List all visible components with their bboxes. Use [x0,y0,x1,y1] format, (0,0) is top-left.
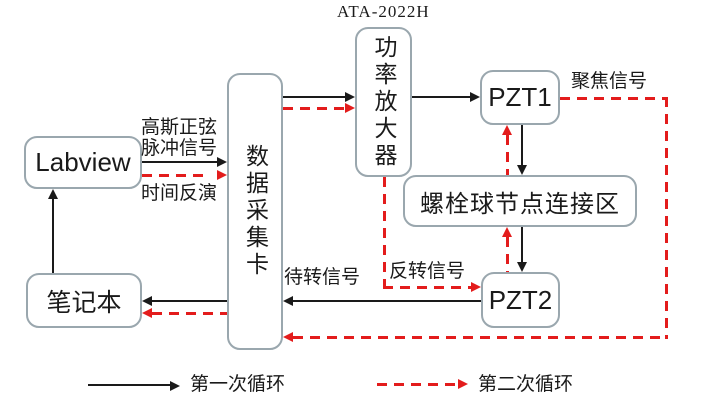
edge-pzt1-to-joint [521,125,523,166]
edge-laptop-to-labview [52,199,54,273]
label-gaussian-pulse: 高斯正弦 脉冲信号 [141,117,218,159]
node-amplifier-label: 功率放大器 [371,34,396,170]
arrowhead-labview-to-daq [217,157,227,167]
node-daq-label: 数据采集卡 [242,144,268,279]
node-amplifier: 功率放大器 [355,27,412,177]
label-amplifier-model: ATA-2022H [337,2,430,21]
arrowhead-dashed-daq-to-laptop [142,308,152,318]
edge-joint-to-pzt2 [521,227,523,263]
arrowhead-dashed-focus-to-daq [283,332,293,342]
node-labview: Labview [24,136,142,189]
arrowhead-joint-to-pzt2 [517,262,527,272]
arrowhead-daq-to-amplifier [345,92,355,102]
edge-dashed-daq-to-amplifier [283,107,346,110]
legend-dashed-arrow [377,383,458,386]
edge-dashed-pzt1-focus-top [560,97,668,100]
node-joint: 螺栓球节点连接区 [403,175,637,227]
edge-dashed-focus-right [665,97,668,339]
label-reversed-signal: 反转信号 [389,261,466,282]
edge-dashed-pzt2-to-joint [506,237,509,272]
edge-daq-to-laptop [152,300,227,302]
node-laptop: 笔记本 [26,273,142,328]
legend-solid-arrow [88,384,170,386]
edge-daq-to-amplifier [283,96,346,98]
edge-dashed-labview-to-daq [142,174,208,177]
edge-dashed-amplifier-down [383,177,386,287]
legend-first-cycle-label: 第一次循环 [190,374,286,395]
edge-dashed-focus-bottom [293,336,668,339]
edge-labview-to-daq [142,161,218,163]
legend-second-cycle-label: 第二次循环 [478,374,574,395]
node-daq: 数据采集卡 [227,73,283,350]
arrowhead-dashed-daq-to-amplifier [345,103,355,113]
arrowhead-amplifier-to-pzt1 [470,92,480,102]
arrowhead-pzt2-to-daq [283,296,293,306]
legend-solid-arrowhead [170,381,180,391]
arrowhead-dashed-joint-to-pzt1 [502,125,512,135]
arrowhead-dashed-labview-to-daq [217,170,227,180]
arrowhead-pzt1-to-joint [517,165,527,175]
edge-dashed-reversed-to-pzt2 [383,286,471,289]
label-pending-signal: 待转信号 [284,267,361,288]
legend-dashed-arrowhead [458,379,468,389]
node-pzt2: PZT2 [481,272,560,328]
arrowhead-dashed-to-pzt2 [471,282,481,292]
arrowhead-laptop-to-labview [48,189,58,199]
arrowhead-dashed-pzt2-to-joint [502,227,512,237]
edge-amplifier-to-pzt1 [412,96,471,98]
edge-dashed-joint-to-pzt1 [506,135,509,175]
edge-pzt2-to-daq [293,300,481,302]
label-focus-signal: 聚焦信号 [571,71,648,92]
arrowhead-daq-to-laptop [142,296,152,306]
node-pzt1: PZT1 [480,70,560,125]
label-time-reversal: 时间反演 [141,183,218,204]
edge-dashed-daq-to-laptop [152,312,227,315]
